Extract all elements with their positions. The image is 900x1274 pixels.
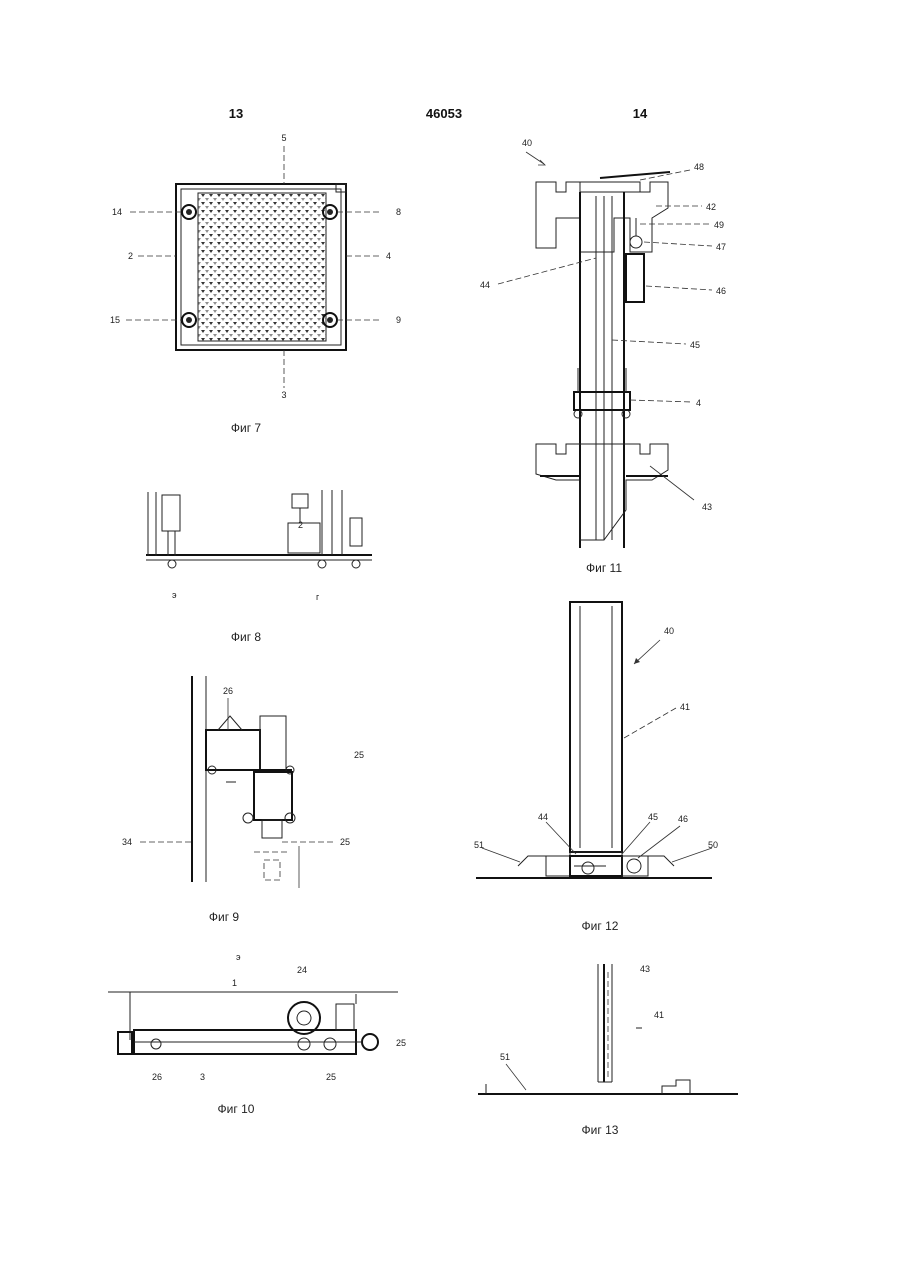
fig7-label-9: 9 [396, 315, 401, 325]
fig13-label-43: 43 [640, 964, 650, 974]
fig13-label-41: 41 [654, 1010, 664, 1020]
right-page-number: 14 [633, 106, 648, 121]
figure-13: 43 41 51 Фиг 13 [478, 964, 738, 1137]
fig11-label-47: 47 [716, 242, 726, 252]
fig10-label-26: 26 [152, 1072, 162, 1082]
fig11-caption: Фиг 11 [586, 561, 622, 575]
figure-9: 26 25 34 25 Фиг 9 [122, 676, 364, 924]
fig12-label-44: 44 [538, 812, 548, 822]
fig12-label-41: 41 [680, 702, 690, 712]
fig12-caption: Фиг 12 [582, 919, 619, 933]
fig11-label-49: 49 [714, 220, 724, 230]
fig7-caption: Фиг 7 [231, 421, 262, 435]
fig11-label-46: 46 [716, 286, 726, 296]
figure-11: 40 48 42 49 47 44 46 45 4 43 Фиг 11 [480, 138, 726, 575]
fig12-label-50: 50 [708, 840, 718, 850]
fig9-label-25-side: 25 [354, 750, 364, 760]
figure-7: 5 14 8 2 4 15 9 3 Фиг 7 [110, 133, 401, 435]
fig13-caption: Фиг 13 [582, 1123, 619, 1137]
figure-10: 24 1 э 26 3 25 25 Фиг 10 [108, 952, 406, 1116]
fig9-caption: Фиг 9 [209, 910, 240, 924]
fig7-label-8: 8 [396, 207, 401, 217]
fig7-label-15: 15 [110, 315, 120, 325]
patent-number: 46053 [426, 106, 462, 121]
left-page-number: 13 [229, 106, 243, 121]
figure-8: 2 э г Фиг 8 [146, 490, 372, 644]
fig7-label-2: 2 [128, 251, 133, 261]
fig10-label-3: 3 [200, 1072, 205, 1082]
fig10-label-25-bottom: 25 [326, 1072, 336, 1082]
fig10-label-24: 24 [297, 965, 307, 975]
figure-12: 40 41 44 45 46 51 50 Фиг 12 [474, 602, 718, 933]
fig7-label-4: 4 [386, 251, 391, 261]
fig8-caption: Фиг 8 [231, 630, 262, 644]
fig11-label-44: 44 [480, 280, 490, 290]
fig12-label-40: 40 [664, 626, 674, 636]
fig12-label-46: 46 [678, 814, 688, 824]
fig9-label-26: 26 [223, 686, 233, 696]
fig10-label-25-right: 25 [396, 1038, 406, 1048]
fig11-label-43: 43 [702, 502, 712, 512]
fig12-label-45: 45 [648, 812, 658, 822]
fig9-label-25: 25 [340, 837, 350, 847]
fig7-label-5: 5 [281, 133, 286, 143]
fig7-label-3: 3 [281, 390, 286, 400]
fig11-label-4: 4 [696, 398, 701, 408]
fig8-label-a: э [172, 590, 177, 600]
fig9-label-34: 34 [122, 837, 132, 847]
fig11-label-45: 45 [690, 340, 700, 350]
fig11-label-42: 42 [706, 202, 716, 212]
fig13-label-51: 51 [500, 1052, 510, 1062]
fig12-label-51: 51 [474, 840, 484, 850]
fig8-label-2: 2 [298, 520, 303, 530]
fig10-label-top-mark: э [236, 952, 241, 962]
fig10-label-1: 1 [232, 978, 237, 988]
fig11-label-48: 48 [694, 162, 704, 172]
fig10-caption: Фиг 10 [218, 1102, 255, 1116]
fig8-label-b: г [316, 592, 320, 602]
fig11-label-40: 40 [522, 138, 532, 148]
fig7-label-14: 14 [112, 207, 122, 217]
